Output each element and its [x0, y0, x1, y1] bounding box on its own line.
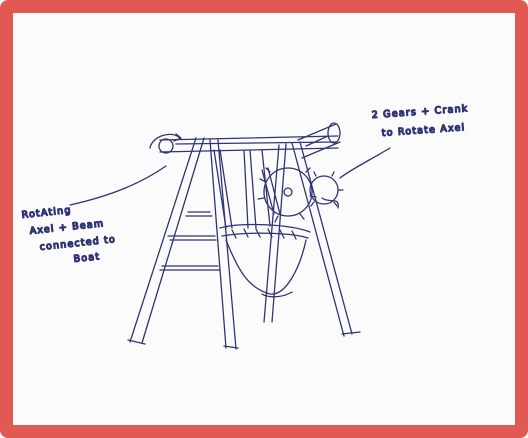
- frame-leg-left-front: [128, 138, 204, 344]
- frame-leg-left-rear: [210, 140, 238, 349]
- crank-tube: [298, 123, 340, 158]
- leader-line-right: [340, 148, 390, 178]
- gear-small-icon: [310, 172, 343, 208]
- boat-cradle: [220, 225, 310, 297]
- leader-line-left: [70, 166, 166, 205]
- note-right-line-2: to Rotate Axel: [381, 122, 465, 139]
- note-left-line-2: Axel + Beam: [29, 218, 105, 237]
- note-left-line-1: RotAting: [21, 205, 72, 221]
- note-right-line-1: 2 Gears + Crank: [371, 103, 468, 121]
- note-left-line-3: connected to: [39, 234, 116, 253]
- note-left-line-4: Boat: [73, 251, 101, 265]
